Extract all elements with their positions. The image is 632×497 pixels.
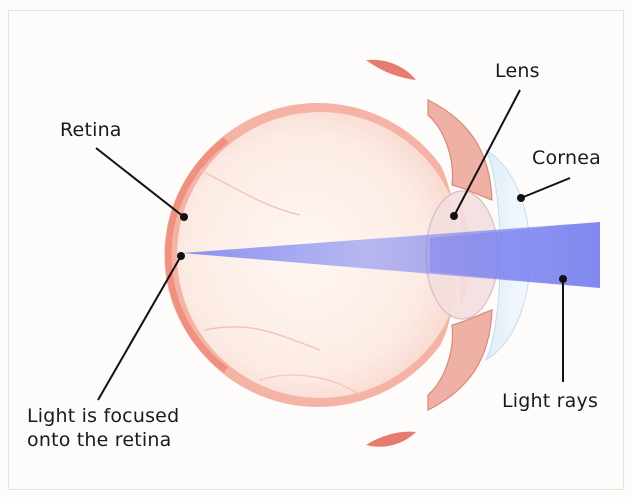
leader-cornea-dot xyxy=(517,194,525,202)
label-focus-line1: Light is focused xyxy=(27,404,179,428)
label-light-rays: Light rays xyxy=(502,389,598,413)
leader-retina-dot xyxy=(180,213,188,221)
leader-light-rays-dot xyxy=(559,275,567,283)
label-retina: Retina xyxy=(60,118,122,142)
leader-retina xyxy=(96,148,184,217)
upper-eyelid xyxy=(366,60,416,80)
leader-focus xyxy=(98,256,181,400)
leader-cornea xyxy=(521,178,570,198)
label-cornea: Cornea xyxy=(532,146,601,170)
label-lens: Lens xyxy=(495,59,540,83)
leader-lens-dot xyxy=(450,212,458,220)
lower-eyelid xyxy=(366,432,416,447)
label-focus-line2: onto the retina xyxy=(27,428,179,452)
label-focus: Light is focused onto the retina xyxy=(27,404,179,452)
leader-focus-dot xyxy=(177,252,185,260)
